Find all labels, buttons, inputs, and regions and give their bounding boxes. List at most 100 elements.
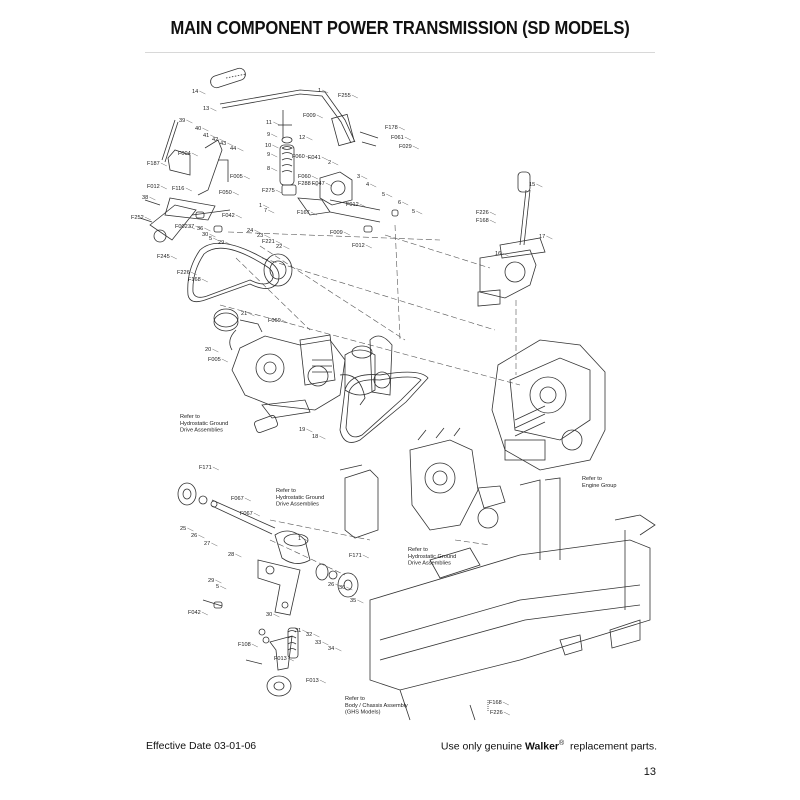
part-label: 9: [267, 152, 270, 158]
part-label: 2: [328, 160, 331, 166]
leader-line: [283, 245, 290, 250]
callout-line: Body / Chassis Assembly: [345, 703, 408, 709]
effective-date: Effective Date 03-01-06: [146, 740, 257, 752]
part-label: F009: [330, 230, 343, 236]
leader-line: [212, 466, 219, 471]
leader-line: [149, 196, 156, 201]
leader-lines: [144, 89, 553, 716]
leader-line: [160, 185, 167, 190]
leader-line: [502, 701, 509, 706]
part-label: F108: [238, 642, 251, 648]
part-label: F187: [147, 161, 160, 167]
leader-line: [273, 613, 280, 618]
leader-line: [144, 216, 151, 221]
part-label: F004: [178, 151, 191, 157]
leader-line: [398, 126, 405, 131]
leader-line: [503, 711, 510, 716]
leader-line: [201, 611, 208, 616]
leader-line: [416, 210, 423, 215]
part-label: F245: [157, 254, 170, 260]
leader-line: [546, 235, 553, 240]
part-label: 35: [350, 598, 356, 604]
leader-line: [185, 187, 192, 192]
leader-line: [502, 252, 509, 257]
leader-line: [248, 312, 255, 317]
leader-line: [311, 175, 318, 180]
genuine-parts-suffix: replacement parts.: [570, 740, 657, 753]
leader-line: [271, 133, 278, 138]
part-label: F288: [298, 181, 311, 187]
part-label: F005: [208, 357, 221, 363]
leader-line: [343, 231, 350, 236]
leader-line: [243, 175, 250, 180]
leader-line: [210, 107, 217, 112]
part-label: F116: [172, 186, 184, 192]
part-label: F226: [476, 210, 489, 216]
leader-line: [402, 201, 409, 206]
part-label: F013: [274, 656, 287, 662]
part-label: 17: [539, 234, 545, 240]
part-label: F002: [175, 224, 188, 230]
leader-line: [188, 225, 195, 230]
leader-line: [160, 162, 167, 167]
center-gearbox-assembly: [231, 334, 393, 433]
callout-line: Refer to: [408, 547, 428, 553]
part-label: 43: [220, 141, 226, 147]
leader-line: [195, 225, 202, 230]
part-label: 12: [299, 135, 305, 141]
part-label: F047: [312, 181, 325, 187]
part-label: 13: [203, 106, 209, 112]
leader-line: [264, 234, 271, 239]
part-label: 36: [339, 585, 345, 591]
leader-line: [263, 204, 270, 209]
leader-line: [213, 237, 220, 242]
part-label: 33: [315, 640, 321, 646]
part-label: F060: [292, 154, 305, 160]
leader-line: [220, 585, 227, 590]
leader-line: [386, 193, 393, 198]
part-label: 20: [205, 347, 211, 353]
part-label: F168: [476, 218, 489, 224]
leader-line: [306, 136, 313, 141]
part-label: 22: [276, 244, 282, 250]
leader-line: [204, 227, 211, 232]
leader-line: [210, 134, 217, 139]
leader-line: [322, 641, 329, 646]
part-label: 34: [328, 646, 334, 652]
leader-line: [254, 229, 261, 234]
leader-line: [306, 428, 313, 433]
brand-name: Walker: [524, 740, 560, 753]
leader-line: [359, 203, 366, 208]
part-label: 5: [209, 236, 212, 242]
part-label: 23: [257, 233, 263, 239]
part-label: F012: [147, 184, 160, 190]
leader-line: [187, 527, 194, 532]
callout-line: Drive Assemblies: [180, 428, 223, 434]
leader-line: [311, 182, 318, 187]
leader-line: [346, 586, 353, 591]
drive-belt-lower: [339, 371, 429, 443]
part-label: 6: [398, 200, 401, 206]
part-label: 11: [266, 120, 272, 126]
part-label: F167: [297, 210, 310, 216]
leader-line: [489, 211, 496, 216]
part-label: F009: [303, 113, 316, 119]
part-label: 39: [179, 118, 185, 124]
part-label: 4: [366, 182, 369, 188]
part-label: 42: [212, 137, 218, 143]
leader-line: [319, 679, 326, 684]
part-label: F067: [240, 511, 253, 517]
part-label: F168: [188, 277, 201, 283]
belt-and-pulleys: [187, 242, 293, 351]
callout-line: Refer to: [345, 696, 365, 702]
leader-line: [225, 241, 232, 246]
leader-line: [302, 537, 309, 542]
part-label: 9: [267, 132, 270, 138]
part-label: F041: [308, 155, 321, 161]
part-label: 44: [230, 146, 236, 152]
callout-line: Hydrostatic Ground: [276, 495, 324, 501]
leader-line: [362, 554, 369, 559]
